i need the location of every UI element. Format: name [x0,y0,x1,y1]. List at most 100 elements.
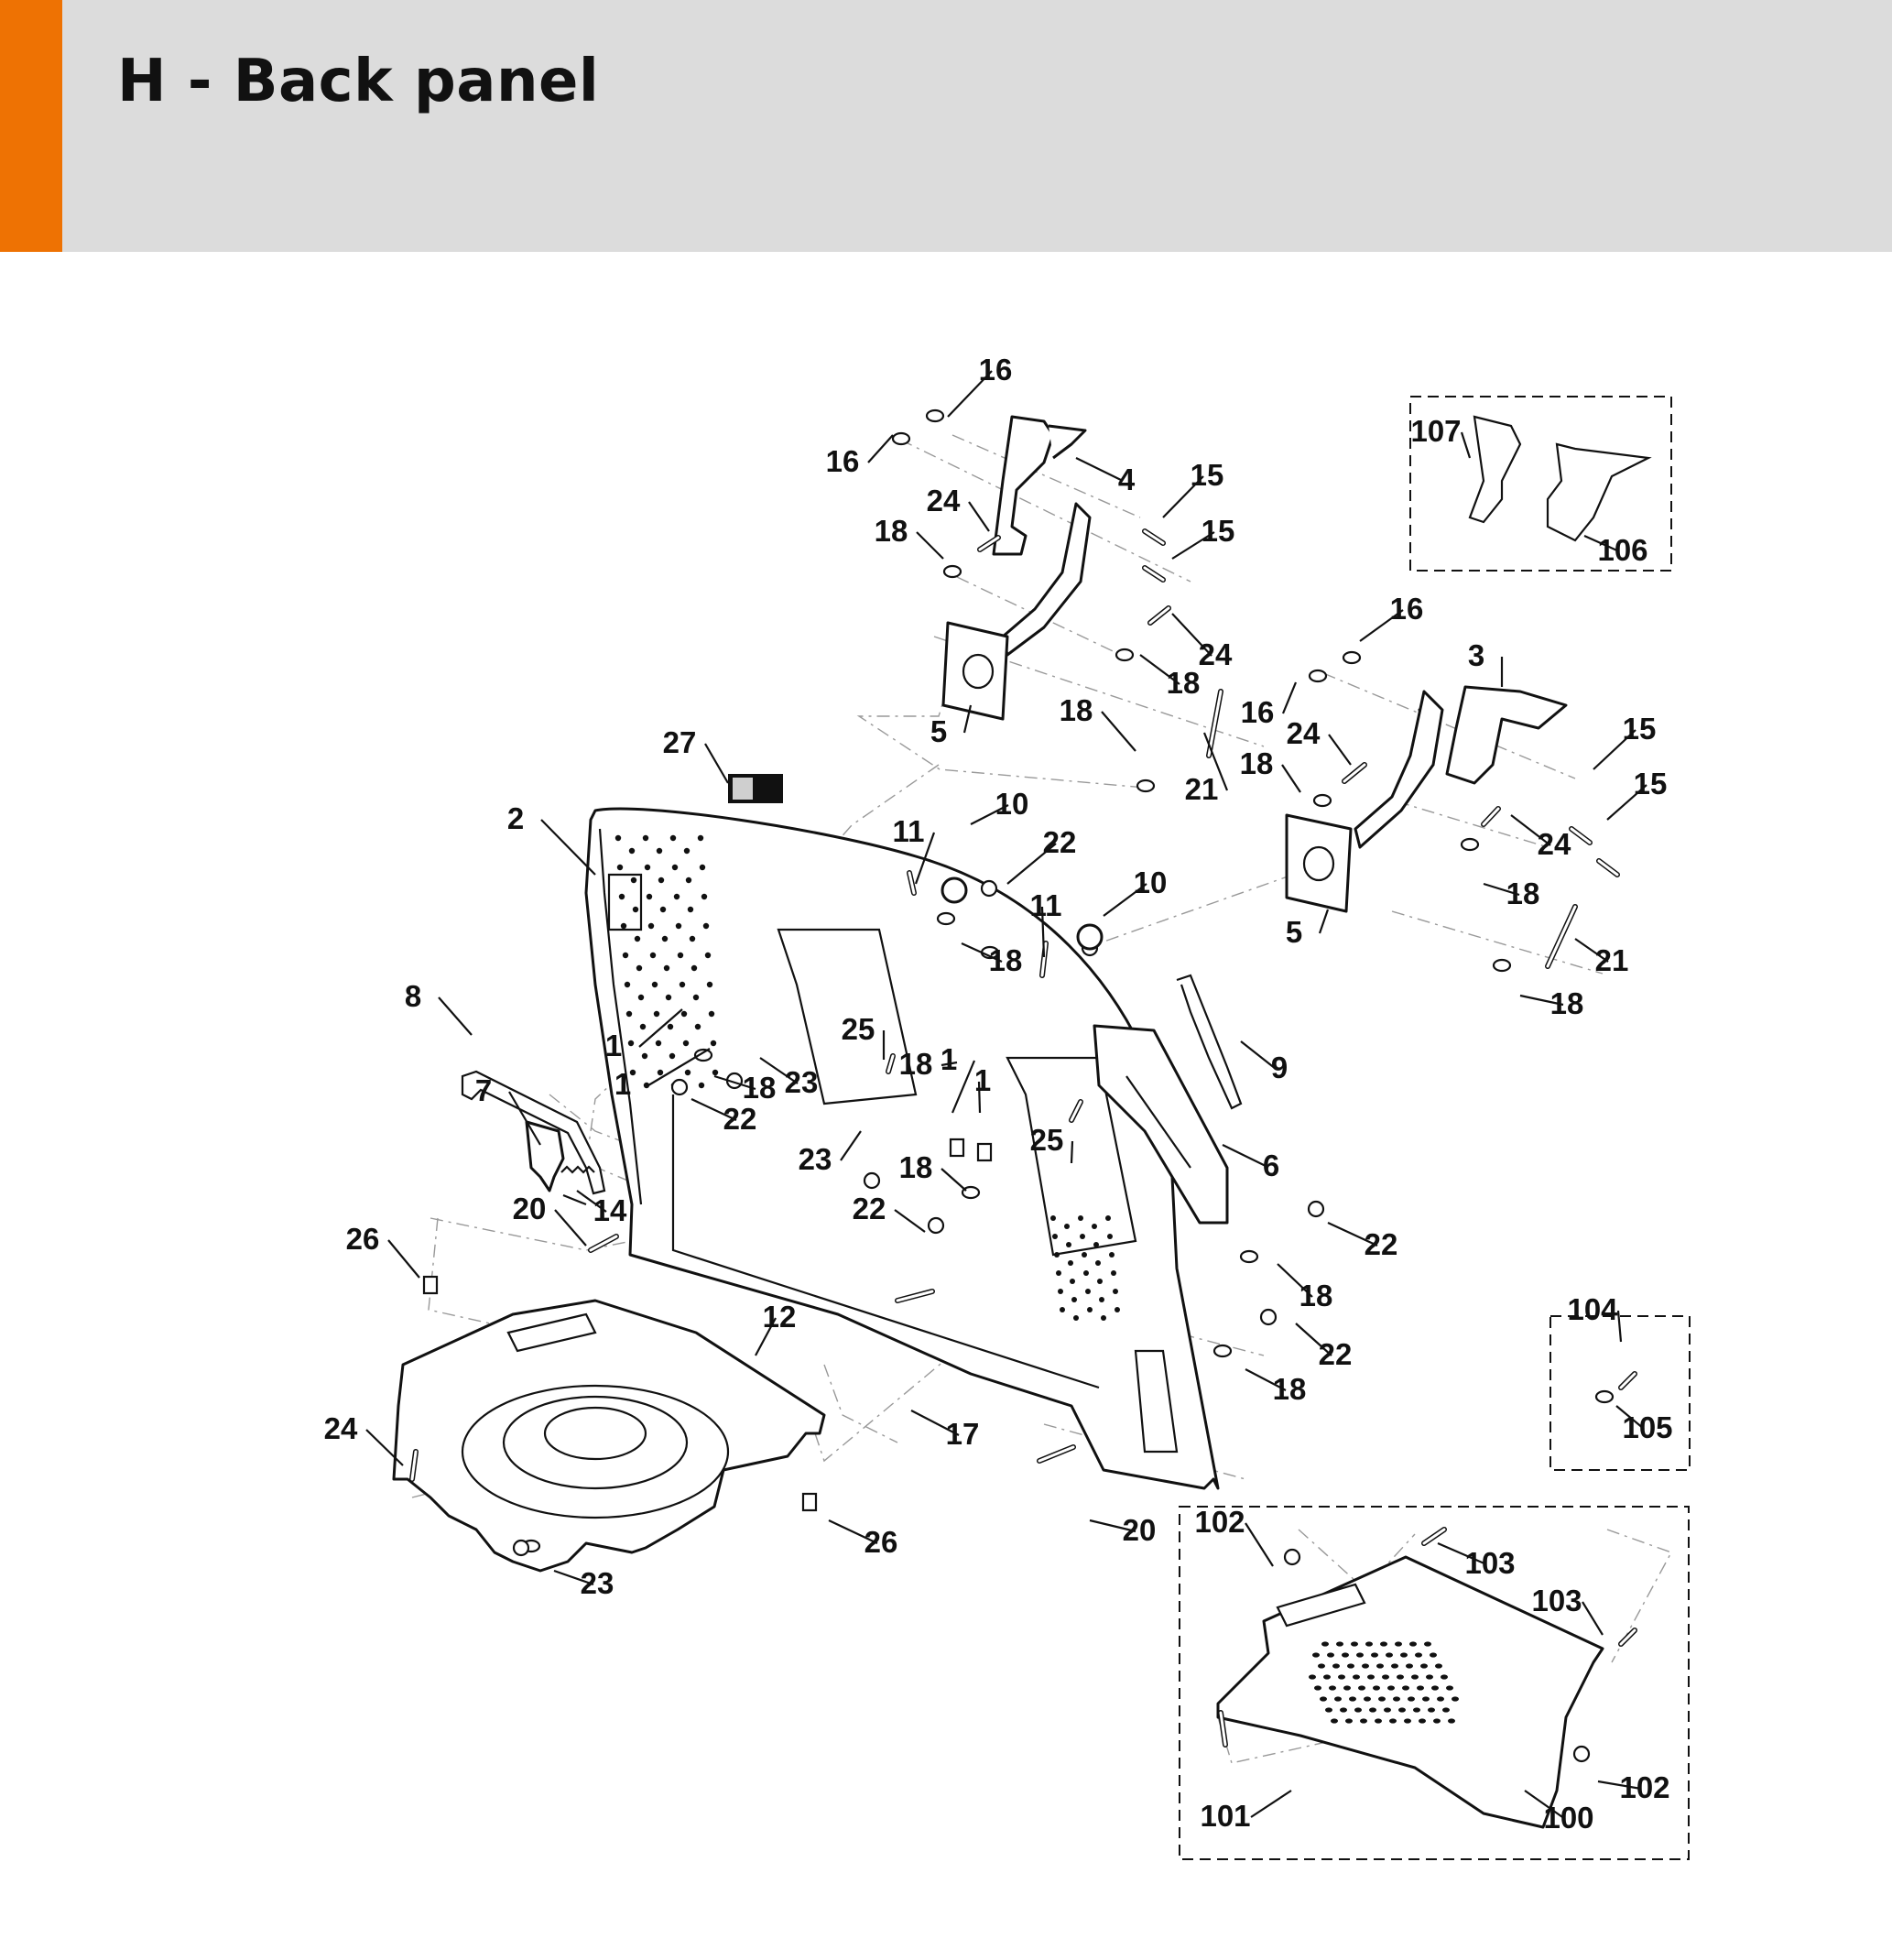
callout-label: 18 [1550,986,1584,1020]
callout-label: 102 [1619,1770,1669,1804]
cover-hole [1375,1718,1382,1724]
vent-hole [1078,1215,1083,1221]
vent-hole [1107,1234,1113,1239]
callout-leader [910,1410,960,1436]
callout-leader [554,1209,587,1247]
cover-hole [1398,1707,1406,1713]
callout-label: 2 [507,801,524,835]
cover-hole [1347,1663,1354,1669]
vent-hole [630,877,637,884]
vent-hole [683,847,690,855]
callout-leader [647,1048,711,1086]
cover-hole [1349,1696,1356,1702]
callout-label: 8 [405,979,421,1013]
callout-label: 23 [785,1065,819,1099]
cover-hole [1360,1718,1367,1724]
handle-bar [461,1070,606,1195]
callout-leader [1582,1601,1604,1636]
cover-hole [1437,1696,1444,1702]
vent-hole [1056,1270,1061,1276]
cover-hole [1378,1696,1386,1702]
bolt-highlight [1619,1372,1636,1389]
vent-hole [636,964,643,972]
callout-leader [1597,1780,1642,1791]
vent-hole [710,1040,717,1047]
callout-leader [1103,883,1147,917]
callout-leader [1616,1310,1623,1343]
vent-hole [625,1010,633,1018]
callout-label: 106 [1597,533,1647,567]
callout-label: 10 [1134,866,1168,899]
callout-label: 9 [1271,1051,1288,1084]
callout-label: 4 [1118,463,1136,496]
callout-leader [1162,475,1204,518]
option-box-cover-plate [1179,1506,1690,1860]
washer [1239,1249,1259,1264]
vent-hole [1073,1315,1079,1321]
callout-leader [713,1074,756,1091]
bolt-highlight [1597,859,1619,877]
clip [801,1492,818,1512]
callout-leader [951,1060,976,1114]
callout-leader [970,804,1009,825]
cover-hole [1415,1652,1422,1658]
vent-hole [679,981,686,988]
vent-hole [682,1040,690,1047]
knob [941,877,968,904]
callout-leader [1040,906,1046,958]
callout-leader [1574,938,1609,963]
washer [1492,958,1512,973]
callout-leader [1006,843,1057,885]
washer [936,911,956,926]
bolt-highlight [1040,942,1048,977]
fan-cover [392,1299,826,1573]
callout-label: 14 [593,1193,627,1227]
washer [942,564,962,579]
vent-hole [622,952,629,959]
vent-hole [698,1082,705,1089]
callout-label: 24 [324,1411,358,1445]
bolt-highlight [1143,566,1165,582]
vent-hole [657,1069,664,1076]
callout-label: 16 [1241,695,1275,729]
vent-hole [1105,1215,1111,1221]
hex-nut [1259,1308,1278,1326]
washer [1460,837,1480,852]
callout-label: 22 [1319,1337,1353,1371]
callout-leader [638,1008,683,1048]
vent-hole [680,1010,688,1018]
cover-hole [1340,1707,1347,1713]
cover-hole [1419,1718,1426,1724]
callout-leader [576,1190,607,1213]
callout-label: 25 [842,1012,875,1046]
vent-hole [1093,1242,1099,1247]
callout-leader [508,1091,541,1146]
callout-label: 15 [1634,767,1668,800]
vent-hole [1085,1289,1091,1294]
cover-hole [1408,1696,1415,1702]
vent-hole [1083,1270,1089,1276]
callout-leader [755,1317,777,1356]
callout-leader [1281,681,1298,714]
vent-hole [690,964,698,972]
bolt-highlight [1570,827,1592,844]
vent-hole [1058,1289,1063,1294]
vent-hole [632,906,639,913]
callout-label: 26 [346,1222,380,1256]
callout-leader [704,743,729,784]
bolt-highlight [1482,807,1500,826]
callout-leader [1171,531,1215,560]
callout-label: 104 [1567,1292,1618,1326]
page-title: H - Back panel [117,48,600,115]
callout-leader [914,832,936,885]
cover-hole [1358,1685,1365,1691]
cover-hole [1420,1663,1428,1669]
callout-label: 1 [614,1067,631,1101]
cover-hole [1426,1674,1433,1680]
header-bar: H - Back panel [0,0,1892,252]
bolt-highlight [410,1450,418,1481]
callout-label: 18 [989,943,1023,977]
callout-leader [1615,1405,1645,1430]
cover-hole [1448,1718,1455,1724]
left-bracket-assembly [941,415,1092,721]
